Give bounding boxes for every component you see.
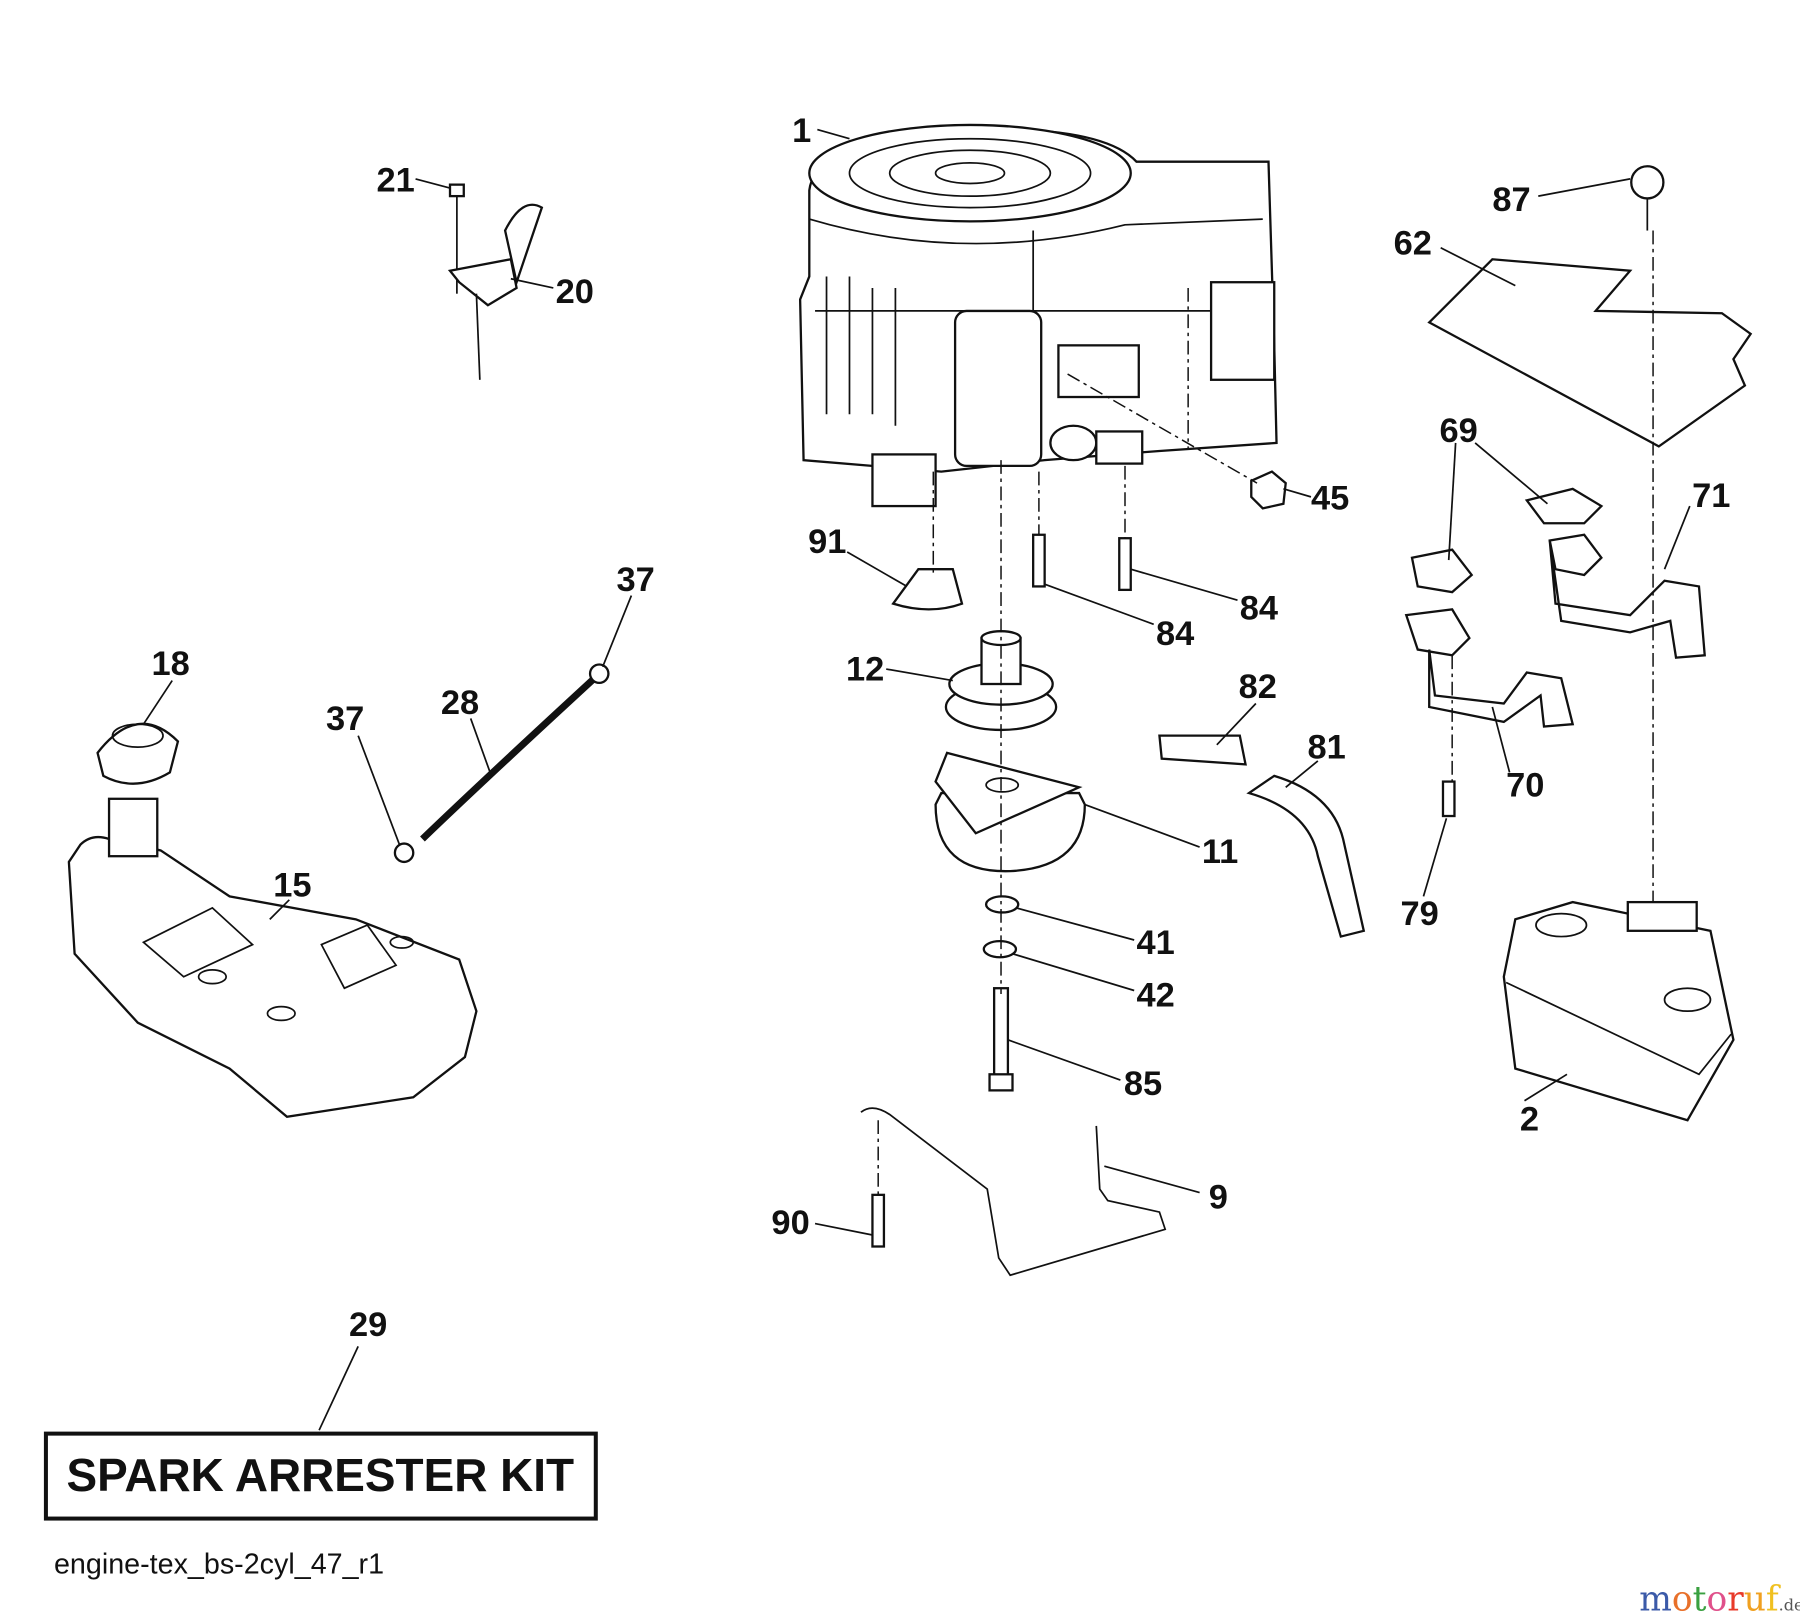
callout-90[interactable]: 90 — [771, 1204, 809, 1242]
fuel-tank-part[interactable] — [67, 797, 478, 1118]
fuel-line-part[interactable] — [420, 673, 600, 842]
engine-part[interactable] — [798, 123, 1278, 508]
washer-part[interactable] — [982, 939, 1018, 959]
bolt-part[interactable] — [1032, 533, 1046, 588]
callout-37[interactable]: 37 — [616, 561, 654, 599]
logo-letter: m — [1639, 1579, 1672, 1619]
fuel-hose-part[interactable] — [1246, 774, 1366, 938]
logo-letter: o — [1672, 1579, 1693, 1619]
bushing-part[interactable] — [891, 568, 964, 611]
nut-part[interactable] — [1250, 470, 1287, 510]
callout-82[interactable]: 82 — [1239, 668, 1277, 706]
bolt-part[interactable] — [1118, 537, 1132, 592]
callout-71[interactable]: 71 — [1692, 477, 1730, 515]
callout-70[interactable]: 70 — [1506, 767, 1544, 805]
callout-28[interactable]: 28 — [441, 684, 479, 722]
exhaust-pipe-part[interactable] — [1404, 487, 1706, 728]
callout-87[interactable]: 87 — [1492, 181, 1530, 219]
callout-84[interactable]: 84 — [1240, 590, 1278, 628]
callout-12[interactable]: 12 — [846, 651, 884, 689]
callout-29[interactable]: 29 — [349, 1306, 387, 1344]
callout-37[interactable]: 37 — [326, 700, 364, 738]
fuel-filter-part[interactable] — [1158, 734, 1247, 766]
callout-45[interactable]: 45 — [1311, 480, 1349, 518]
callout-62[interactable]: 62 — [1394, 225, 1432, 263]
washer-part[interactable] — [984, 895, 1020, 914]
heat-shield-part[interactable] — [1427, 165, 1753, 448]
spark-arrester-kit-box[interactable]: SPARK ARRESTER KIT — [43, 1431, 598, 1521]
diagram-reference: engine-tex_bs-2cyl_47_r1 — [54, 1549, 384, 1581]
callout-labels: 1 21 20 87 62 69 71 45 91 37 84 84 18 12… — [152, 112, 1731, 1344]
callout-69[interactable]: 69 — [1440, 412, 1478, 450]
callout-11[interactable]: 11 — [1202, 833, 1238, 871]
callout-81[interactable]: 81 — [1308, 729, 1346, 767]
callout-2[interactable]: 2 — [1520, 1101, 1539, 1139]
spark-arrester-kit-label: SPARK ARRESTER KIT — [67, 1449, 575, 1501]
callout-15[interactable]: 15 — [273, 866, 311, 904]
callout-20[interactable]: 20 — [556, 273, 594, 311]
callout-42[interactable]: 42 — [1136, 977, 1174, 1015]
callout-41[interactable]: 41 — [1136, 924, 1174, 962]
logo-suffix: .de — [1779, 1595, 1800, 1614]
bolt-part[interactable] — [1441, 780, 1456, 818]
hose-clamp-part[interactable] — [393, 842, 415, 864]
callout-9[interactable]: 9 — [1209, 1179, 1228, 1217]
callout-18[interactable]: 18 — [152, 645, 190, 683]
callout-21[interactable]: 21 — [377, 162, 415, 200]
callout-91[interactable]: 91 — [808, 523, 846, 561]
throttle-control-part[interactable] — [447, 183, 544, 380]
muffler-part[interactable] — [1502, 900, 1735, 1122]
callout-79[interactable]: 79 — [1401, 895, 1439, 933]
callout-84[interactable]: 84 — [1156, 615, 1194, 653]
pto-clutch-part[interactable] — [934, 751, 1086, 873]
logo-letter: r — [1727, 1579, 1744, 1619]
callout-1[interactable]: 1 — [792, 112, 811, 150]
long-bolt-part[interactable] — [988, 987, 1014, 1092]
alignment-lines — [877, 230, 1654, 1195]
bolt-part[interactable] — [871, 1193, 886, 1248]
logo-letter: f — [1766, 1579, 1781, 1619]
hose-clamp-part[interactable] — [588, 663, 610, 685]
bracket-part[interactable] — [860, 1107, 1167, 1277]
motoruf-logo: motoruf.de — [1639, 1579, 1800, 1619]
logo-letter: t — [1693, 1579, 1707, 1619]
leader-lines — [142, 128, 1691, 1431]
logo-letter: u — [1744, 1579, 1766, 1619]
logo-letter: o — [1707, 1579, 1728, 1619]
fuel-cap-part[interactable] — [96, 722, 180, 785]
callout-85[interactable]: 85 — [1124, 1065, 1162, 1103]
